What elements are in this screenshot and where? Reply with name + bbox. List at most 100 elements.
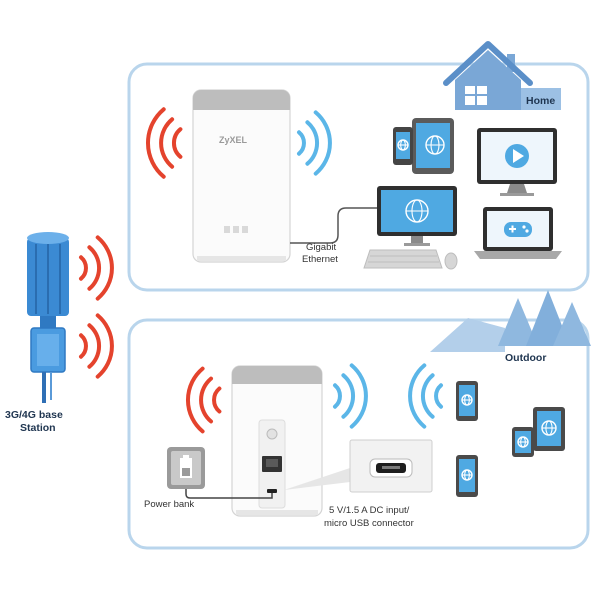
router-outdoor-shadow xyxy=(236,510,318,515)
router-led xyxy=(224,226,230,233)
globe-icon xyxy=(541,420,557,436)
battery-level xyxy=(182,468,190,476)
gamepad-icon xyxy=(504,222,532,237)
power-cable xyxy=(185,489,273,499)
house-roof xyxy=(443,41,533,86)
tablet-icon xyxy=(456,455,478,497)
monitor-base xyxy=(500,193,534,196)
wave-arc xyxy=(95,313,114,379)
router-home-wifi-waves xyxy=(297,110,332,176)
ethernet-label: Ethernet xyxy=(302,254,338,265)
desktop-icon xyxy=(377,186,457,246)
wave-arc xyxy=(434,383,443,409)
monitor-stand xyxy=(507,184,527,193)
wave-arc xyxy=(87,323,101,369)
desktop-base xyxy=(404,243,430,246)
laptop-base xyxy=(474,251,562,259)
router-outdoor-top-band xyxy=(232,366,322,384)
ethernet-cable xyxy=(290,207,378,244)
wave-arc xyxy=(341,373,355,419)
wave-arc xyxy=(199,376,213,424)
router-home-body xyxy=(192,89,291,263)
wave-arc xyxy=(95,235,114,301)
ethernet-label: Gigabit xyxy=(306,242,336,253)
devices-wifi-waves xyxy=(408,363,443,429)
wave-arc xyxy=(185,366,205,434)
wave-arc xyxy=(87,245,101,291)
router-led xyxy=(233,226,239,233)
wave-arc xyxy=(212,386,222,414)
house-icon xyxy=(443,41,561,110)
keyboard-body xyxy=(363,249,443,269)
tablet-icon xyxy=(456,381,478,421)
battery-cap xyxy=(183,455,189,458)
base-station-label: Station xyxy=(20,422,56,434)
tower-connector xyxy=(40,316,56,328)
laptop-icon xyxy=(474,207,562,259)
router-home-top-band xyxy=(193,90,290,110)
wave-arc xyxy=(79,333,88,359)
tree-shape xyxy=(526,290,570,346)
router-outdoor-wifi-waves xyxy=(333,363,368,429)
globe-icon xyxy=(397,139,409,151)
base-station-label: 3G/4G base xyxy=(5,409,63,421)
router-logo: ZyXEL xyxy=(219,135,248,145)
ethernet-port-inner xyxy=(266,459,278,467)
tower-signal-waves-upper xyxy=(79,235,114,301)
globe-icon xyxy=(425,135,445,155)
gamepad-dpad xyxy=(511,225,514,233)
wave-arc xyxy=(313,110,332,176)
globe-icon xyxy=(461,469,473,481)
power-bank-icon xyxy=(167,447,205,489)
monitor-icon xyxy=(477,128,557,196)
gamepad-button xyxy=(522,225,526,229)
globe-icon xyxy=(461,394,473,406)
router-outdoor-cellular-waves xyxy=(185,366,222,434)
wave-arc xyxy=(172,127,183,159)
tablet-icon xyxy=(412,118,454,174)
router-icon: ZyXEL xyxy=(192,89,291,263)
wave-arc xyxy=(349,363,368,429)
tablet-icon xyxy=(512,427,534,457)
outdoor-label: Outdoor xyxy=(505,352,546,364)
phone-icon xyxy=(393,127,413,165)
cell-tower-icon xyxy=(27,232,69,403)
globe-icon xyxy=(517,436,529,448)
mouse-icon xyxy=(444,252,458,270)
wave-arc xyxy=(79,255,88,281)
globe-icon xyxy=(405,199,429,223)
play-triangle xyxy=(513,149,524,163)
wave-arc xyxy=(297,130,306,156)
gamepad-button xyxy=(525,229,529,233)
hill-shape xyxy=(430,318,505,352)
wave-arc xyxy=(333,383,342,409)
router-icon xyxy=(231,365,323,517)
connector-callout xyxy=(284,468,350,490)
micro-usb-port-icon xyxy=(267,489,277,493)
tower-unit-panel xyxy=(37,334,59,366)
tower-antenna-cap xyxy=(27,232,69,244)
tower-signal-waves-lower xyxy=(79,313,114,379)
gamepad-body xyxy=(504,222,532,237)
power-bank-label: Power bank xyxy=(144,499,194,510)
tree-shape xyxy=(553,302,591,346)
wave-arc xyxy=(421,373,435,419)
trees-icon xyxy=(430,290,591,352)
wave-arc xyxy=(305,120,319,166)
home-label: Home xyxy=(526,95,555,107)
wave-arc xyxy=(408,363,427,429)
desktop-stand xyxy=(411,236,423,244)
house-annex xyxy=(519,88,561,110)
wave-arc xyxy=(159,117,175,169)
tablet-icon xyxy=(533,407,565,451)
keyboard-icon xyxy=(363,249,443,269)
micro-usb-pins xyxy=(382,466,400,469)
router-home-shadow xyxy=(197,256,286,261)
micro-usb-detail xyxy=(349,439,433,493)
connector-label: 5 V/1.5 A DC input/ xyxy=(329,505,410,516)
router-home-cellular-waves xyxy=(145,107,183,179)
wave-arc xyxy=(145,107,166,179)
tree-shape xyxy=(498,298,538,346)
router-led xyxy=(242,226,248,233)
reset-button-icon xyxy=(266,428,278,440)
